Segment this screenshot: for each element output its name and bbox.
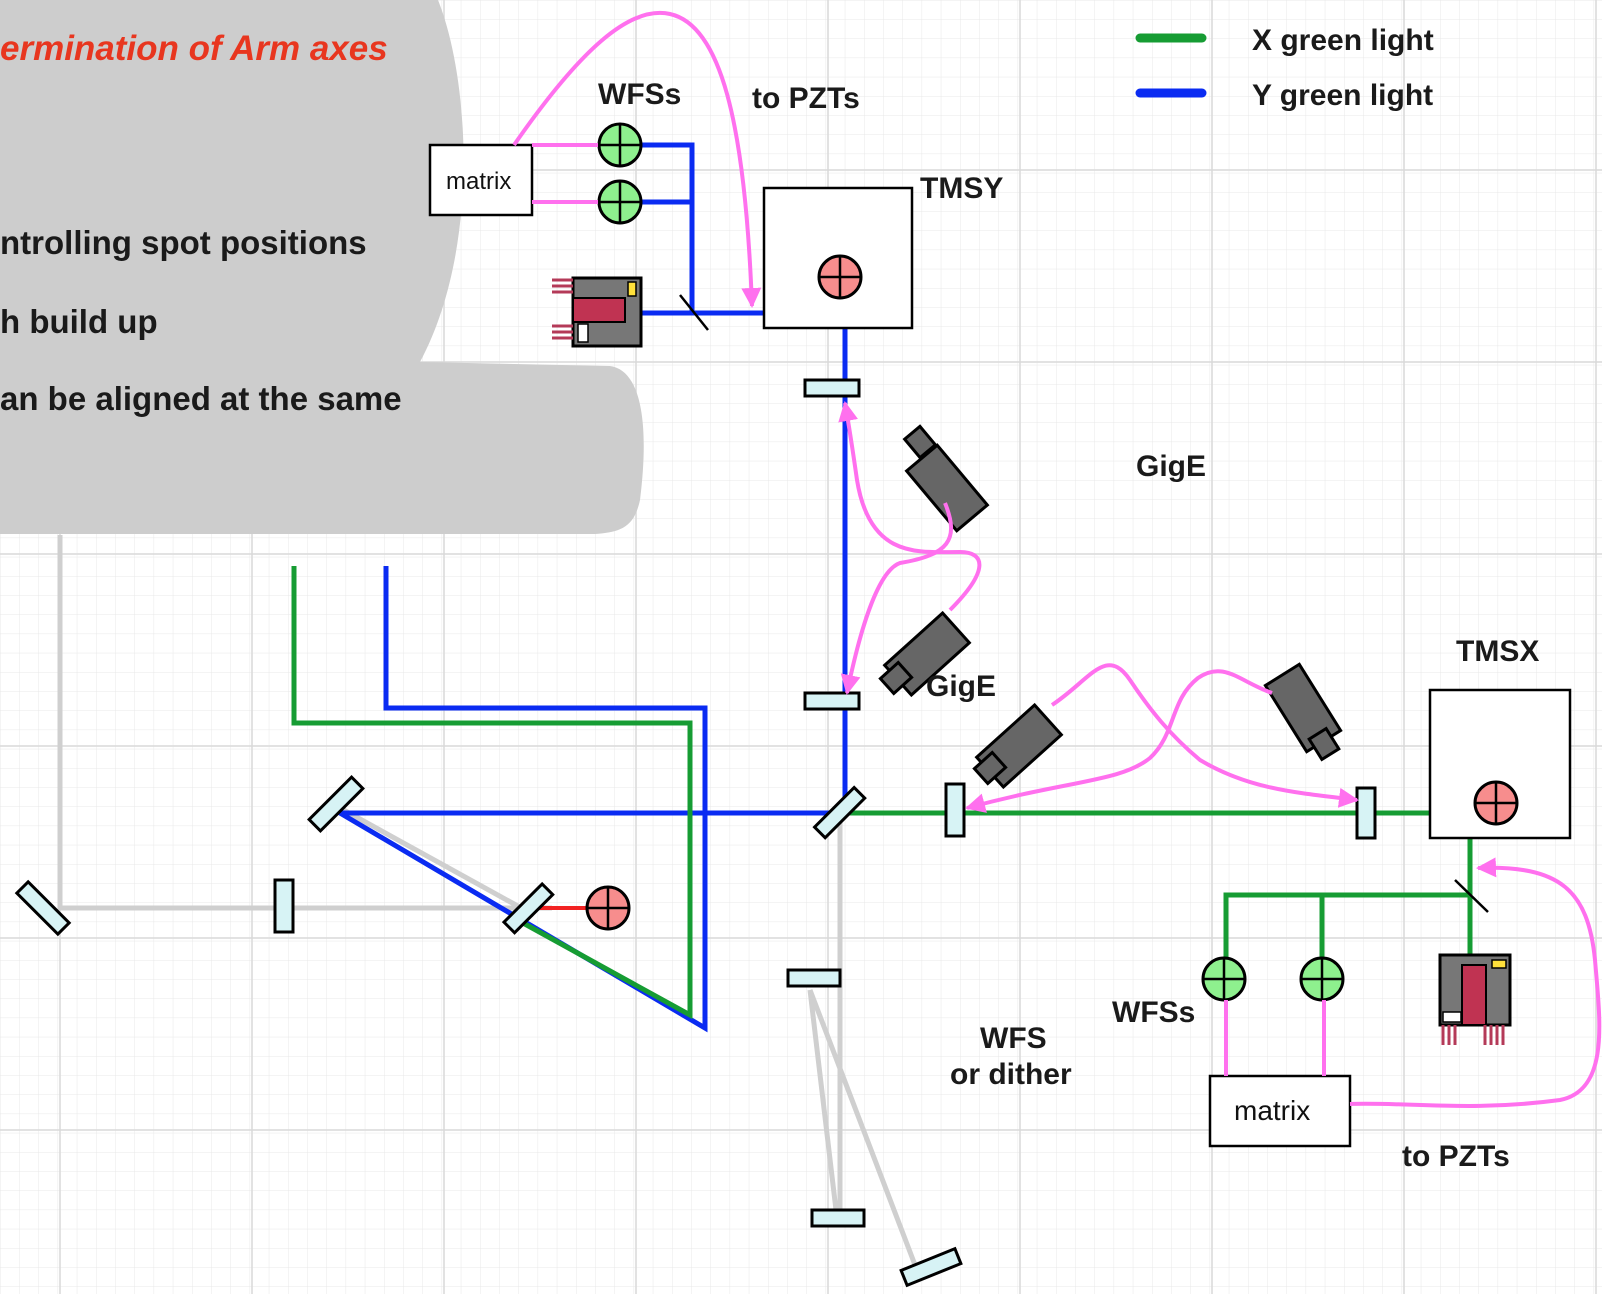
laser-unit-icon bbox=[552, 276, 643, 348]
wfs-sensor-icon bbox=[597, 179, 643, 225]
tmsy-label: TMSY bbox=[920, 172, 1003, 205]
legend: X green light Y green light bbox=[1135, 24, 1434, 112]
camera-icon bbox=[902, 424, 990, 533]
x-wfs-branch bbox=[1223, 892, 1470, 958]
gige-lower-label: GigE bbox=[926, 670, 996, 703]
legend-label-x: X green light bbox=[1252, 24, 1434, 57]
crosshair-target-icon bbox=[1473, 780, 1519, 826]
matrix-box-bottom bbox=[1208, 1074, 1352, 1148]
matrix-top-label: matrix bbox=[446, 168, 511, 195]
wfs-or-dither-line1: WFS bbox=[980, 1022, 1047, 1055]
camera-icon bbox=[972, 702, 1064, 790]
laser-unit-icon bbox=[1438, 953, 1512, 1045]
matrix-bottom-label: matrix bbox=[1234, 1095, 1310, 1126]
bullet-1: ntrolling spot positions bbox=[0, 224, 367, 261]
crosshair-target-icon bbox=[585, 885, 631, 931]
control-paths bbox=[512, 10, 1602, 1109]
camera-icon bbox=[878, 610, 972, 698]
x-return-beam bbox=[291, 566, 693, 1020]
camera-icon bbox=[1263, 662, 1343, 762]
matrix-box-top bbox=[428, 143, 534, 217]
to-pzts-bottom-label: to PZTs bbox=[1402, 1140, 1510, 1173]
crosshair-target-icon bbox=[817, 254, 863, 300]
slide-title: ermination of Arm axes bbox=[0, 29, 388, 68]
wfs-sensor-icon bbox=[1201, 956, 1247, 1002]
to-pzts-top-label: to PZTs bbox=[752, 82, 860, 115]
gige-upper-label: GigE bbox=[1136, 450, 1206, 483]
gray-beams bbox=[57, 535, 918, 1266]
wfss-top-label: WFSs bbox=[598, 78, 681, 111]
bullet-3: an be aligned at the same bbox=[0, 380, 402, 417]
tmsx-label: TMSX bbox=[1456, 635, 1539, 668]
bullet-2: h build up bbox=[0, 303, 158, 340]
mirrors bbox=[14, 294, 1489, 1288]
legend-label-y: Y green light bbox=[1252, 79, 1433, 112]
wfss-bottom-label: WFSs bbox=[1112, 996, 1195, 1029]
wfs-sensor-icon bbox=[1299, 956, 1345, 1002]
bullet-backdrop bbox=[0, 0, 644, 534]
wfs-or-dither-line2: or dither bbox=[950, 1058, 1072, 1091]
wfs-sensor-icon bbox=[597, 122, 643, 168]
